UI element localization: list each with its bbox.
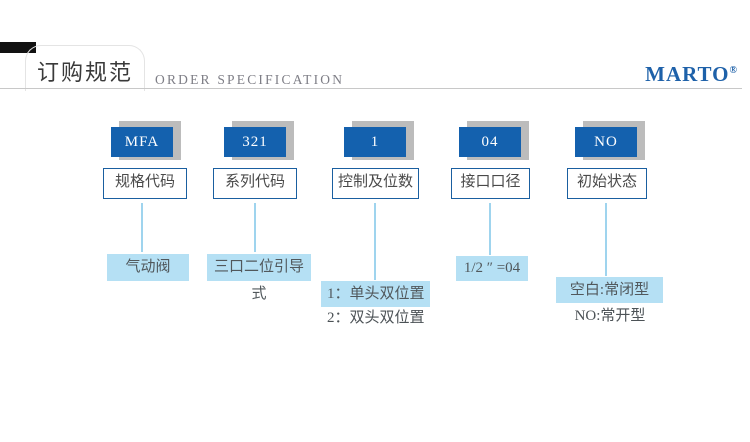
code-box-port: 04 [459,121,529,160]
code-value: 1 [344,127,406,157]
brand-name: MARTO [645,62,730,86]
page-title-box: 订购规范 [25,45,145,91]
brand-logo: MARTO® [645,62,738,87]
connector-line [605,203,607,276]
code-box-state: NO [575,121,645,160]
option-tag: 三口二位引导式 [207,254,311,302]
option-tag: 2：双头双位置 [327,310,425,326]
label-box-series: 系列代码 [213,168,297,199]
connector-line [141,203,143,252]
code-value: 04 [459,127,521,157]
page-subtitle: ORDER SPECIFICATION [155,72,345,87]
label-box-control: 控制及位数 [332,168,419,199]
option-tag: 1/2 ″ =04 [456,256,528,281]
option-tag: NO:常开型 [574,308,646,324]
connector-line [374,203,376,280]
code-value: 321 [224,127,286,157]
label-box-state: 初始状态 [567,168,647,199]
code-value: MFA [111,127,173,157]
registered-trademark-icon: ® [729,65,738,76]
code-box-series: 321 [224,121,294,160]
option-tag: 空白:常闭型 [556,277,663,303]
option-tag: 气动阀 [107,254,189,281]
page-title: 订购规范 [36,60,133,85]
header-divider [0,88,742,89]
connector-line [489,203,491,255]
code-box-spec: MFA [111,121,181,160]
header-accent-bar [0,42,36,53]
option-tag: 1：单头双位置 [321,281,430,307]
code-box-control: 1 [344,121,414,160]
label-box-port: 接口口径 [451,168,530,199]
label-box-spec: 规格代码 [103,168,187,199]
connector-line [254,203,256,252]
code-value: NO [575,127,637,157]
